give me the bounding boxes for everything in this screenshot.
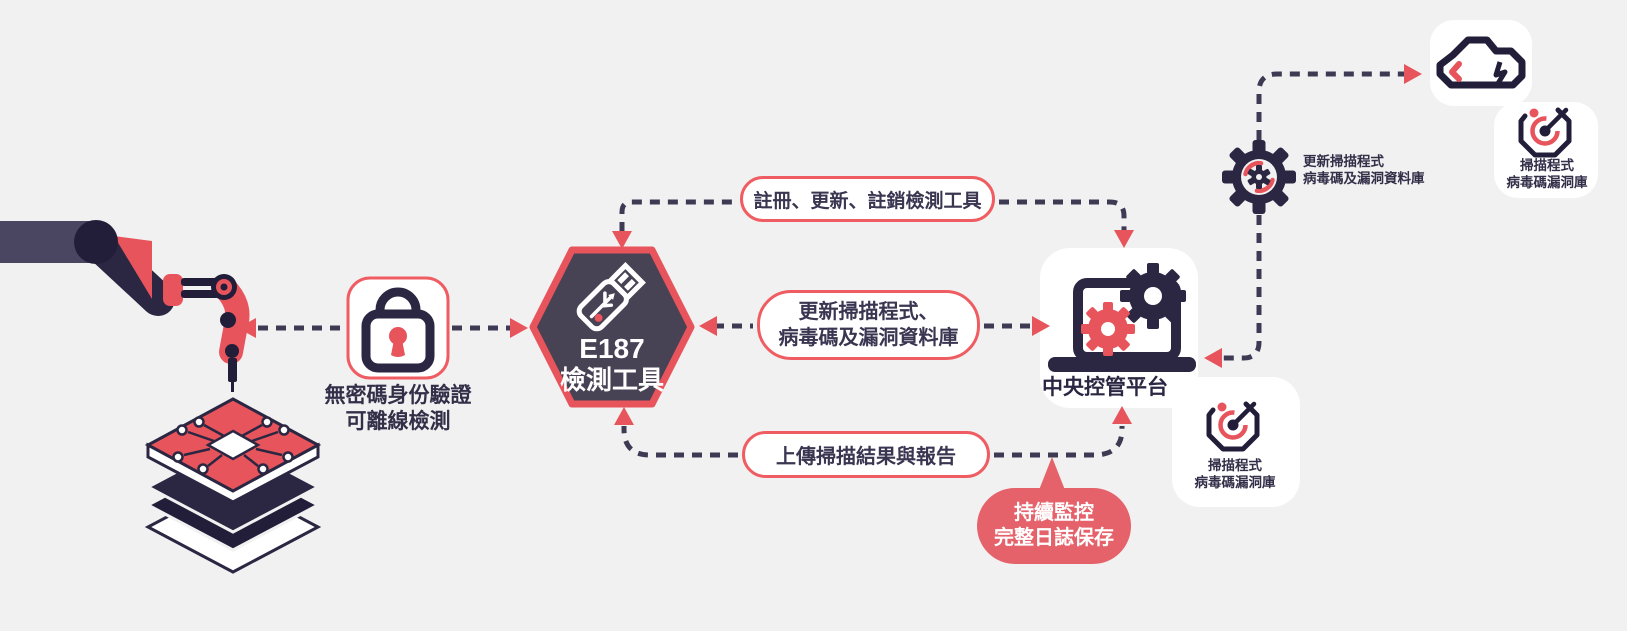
hexagon-title: E187	[579, 333, 645, 364]
hexagon-caption: E187 檢測工具	[537, 334, 687, 396]
flow-pill-upload: 上傳掃描結果與報告	[742, 431, 990, 478]
line-gear-to-platform	[1222, 215, 1262, 361]
update-gear-caption: 更新掃描程式 病毒碼及漏洞資料庫	[1303, 153, 1493, 187]
arrowhead-into-platform-right	[1204, 348, 1222, 368]
arrowhead-into-cloud	[1404, 64, 1422, 84]
flow-pill-register: 註冊、更新、註銷檢測工具	[740, 176, 995, 222]
lock-icon	[361, 287, 435, 373]
arrowhead-left-arm	[238, 318, 256, 338]
arrowhead-into-hexagon-left	[510, 318, 528, 338]
laptop-gears-icon	[1048, 263, 1196, 372]
virus-db-side-line1: 掃描程式	[1208, 458, 1262, 473]
monitor-bubble-line1: 持續監控	[1014, 502, 1094, 524]
update-gear-caption-line1: 更新掃描程式	[1303, 154, 1384, 169]
hexagon-subtitle: 檢測工具	[559, 365, 664, 395]
cloud-icon	[1436, 36, 1526, 89]
robot-arm-icon	[0, 220, 250, 392]
update-gear-caption-line2: 病毒碼及漏洞資料庫	[1303, 171, 1425, 186]
arrowhead-into-hexagon-top	[612, 231, 632, 249]
line-hexagon-to-pill1	[619, 199, 736, 232]
virus-db-top-line2: 病毒碼漏洞庫	[1506, 175, 1588, 190]
line-pill3-to-platform	[994, 426, 1125, 458]
dashed-connectors	[258, 71, 1404, 458]
lock-caption: 無密碼身份驗證 可離線檢測	[303, 383, 493, 435]
virus-db-top-line1: 掃描程式	[1520, 158, 1574, 173]
line-gear-to-cloud	[1256, 71, 1404, 140]
arrowhead-into-platform-top	[1114, 230, 1134, 248]
chip-stack-icon	[144, 397, 322, 574]
virus-db-side-caption: 掃描程式 病毒碼漏洞庫	[1165, 457, 1305, 491]
usb-drive-icon	[576, 262, 646, 332]
lock-caption-line1: 無密碼身份驗證	[324, 384, 472, 407]
platform-caption: 中央控管平台	[1042, 376, 1168, 399]
monitor-bubble: 持續監控 完整日誌保存	[977, 457, 1131, 564]
platform-gear-red	[1081, 302, 1135, 356]
line-pill3-to-hexagon	[621, 426, 738, 458]
virus-db-top-caption: 掃描程式 病毒碼漏洞庫	[1492, 157, 1602, 191]
tool-hexagon	[529, 246, 695, 408]
flow-pill-update-line1: 更新掃描程式、	[798, 301, 939, 323]
arrowheads	[238, 64, 1422, 425]
flow-pill-upload-label: 上傳掃描結果與報告	[776, 446, 956, 468]
arrowhead-into-platform-left	[1032, 316, 1050, 336]
virus-db-side-card	[1172, 377, 1300, 507]
line-pill1-to-platform	[999, 199, 1127, 230]
flow-pill-register-label: 註冊、更新、註銷檢測工具	[753, 190, 982, 212]
sync-gear-icon	[1222, 140, 1296, 214]
lock-caption-line2: 可離線檢測	[345, 410, 451, 433]
virus-db-side-line2: 病毒碼漏洞庫	[1194, 475, 1276, 490]
flow-pill-update-line2: 病毒碼及漏洞資料庫	[778, 327, 959, 349]
flow-pill-update: 更新掃描程式、 病毒碼及漏洞資料庫	[757, 290, 980, 360]
monitor-bubble-line2: 完整日誌保存	[994, 527, 1114, 549]
arrowhead-into-hexagon-bottom	[614, 407, 634, 425]
arrowhead-into-hexagon-right	[699, 316, 717, 336]
arrowhead-into-platform-bottom	[1112, 406, 1132, 424]
platform-gear-dark	[1120, 263, 1186, 329]
